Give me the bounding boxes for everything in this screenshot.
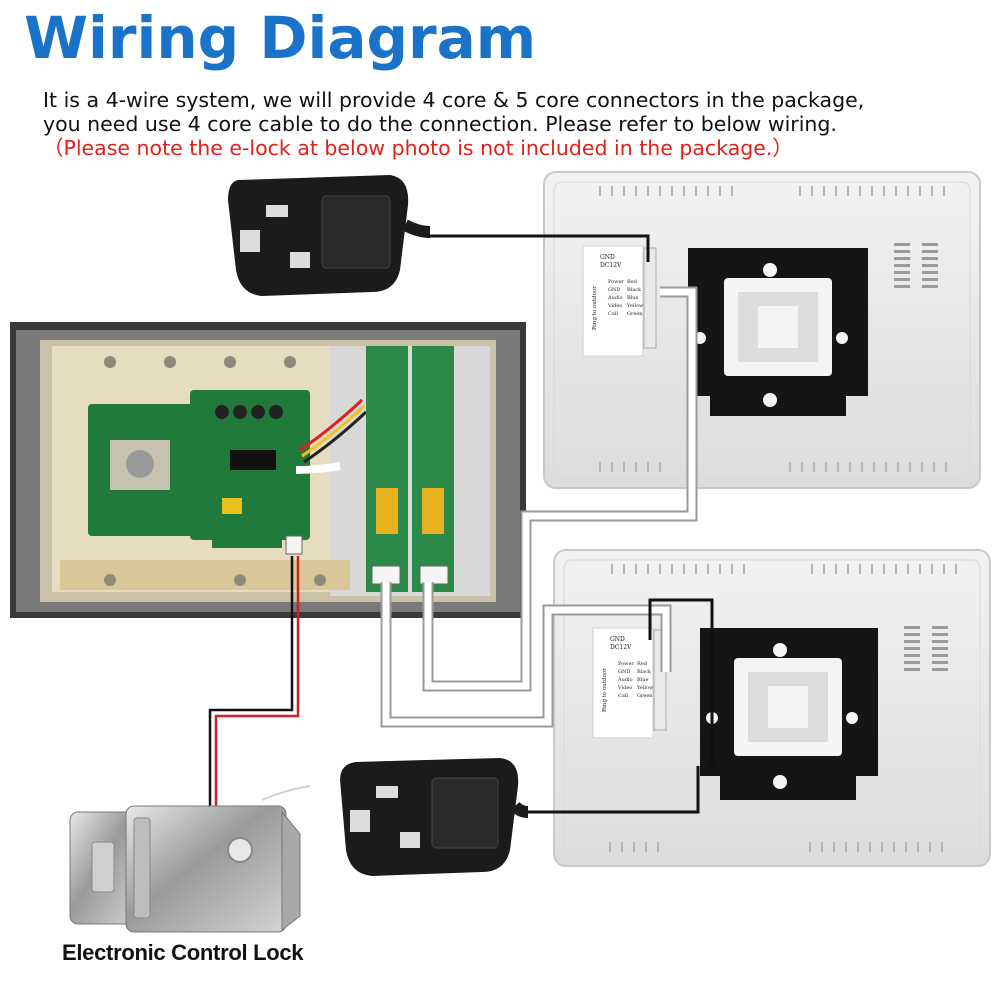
row-audio-color: Blue [637,677,648,683]
indoor-monitor-top: GND DC12V Power Red GND Black Audio Blue… [543,171,981,489]
row-call: Call [618,693,628,699]
power-adapter-bottom [340,758,529,876]
row-audio-color: Blue [627,295,638,301]
wire-lock-black [208,556,294,812]
wall-bracket [700,628,878,800]
indoor-monitor-bottom: GND DC12V Power Red GND Black Audio Blue… [553,549,991,867]
row-call: Call [608,311,618,317]
row-video: Video [607,303,622,309]
wire-power-bottom-loop [648,598,714,766]
adapter-pin-icon [350,786,420,848]
power-adapter-top [228,175,431,296]
speaker-grille-icon [894,243,938,288]
page-title: Wiring Diagram [24,4,537,72]
intro-line-2: you need use 4 core cable to do the conn… [43,112,837,136]
electronic-lock [69,785,311,933]
vent-slots-icon [609,564,957,852]
row-audio: Audio [617,677,633,683]
row-power: Power [608,279,624,285]
lock-button-icon [227,837,253,863]
adapter-pin-icon [240,205,310,268]
vent-slots-icon [599,186,947,472]
label-dc12v: DC12V [610,644,632,651]
row-gnd: GND [608,287,620,293]
label-gnd: GND [610,636,625,643]
label-gnd: GND [600,254,615,261]
row-power: Power [618,661,634,667]
row-power-color: Red [627,279,638,285]
wire-power-top [428,234,650,262]
row-video-color: Yellow [636,685,654,691]
package-note: （Please note the e-lock at below photo i… [43,136,793,160]
lock-caption: Electronic Control Lock [62,940,304,965]
label-dc12v: DC12V [600,262,622,269]
wire-runs [208,234,714,814]
wire-lock-red [214,556,300,812]
row-video: Video [617,685,632,691]
wall-bracket [688,248,868,416]
terminal-panel: GND DC12V Power Red GND Black Audio Blue… [582,245,657,357]
extension-board-2 [412,346,454,592]
speaker-grille-icon [904,626,948,671]
row-video-color: Yellow [626,303,644,309]
wire-cable-bottom-monitor [382,582,670,726]
intro-line-1: It is a 4-wire system, we will provide 4… [43,88,865,112]
row-call-color: Green [637,693,653,699]
row-power-color: Red [637,661,648,667]
row-gnd-color: Black [637,669,652,675]
row-gnd: GND [618,669,630,675]
outdoor-unit [10,322,526,618]
extension-board-1 [366,346,408,592]
terminal-panel: GND DC12V Power Red GND Black Audio Blue… [592,627,667,739]
row-gnd-color: Black [627,287,642,293]
intro-text: It is a 4-wire system, we will provide 4… [43,88,993,160]
screw-icon [104,356,326,586]
row-audio: Audio [607,295,623,301]
row-call-color: Green [627,311,643,317]
wire-cable-top-monitor [424,288,696,690]
ring-label: Ring to outdoor [592,286,598,330]
wire-power-bottom [520,766,700,814]
ring-label: Ring to outdoor [602,668,608,712]
